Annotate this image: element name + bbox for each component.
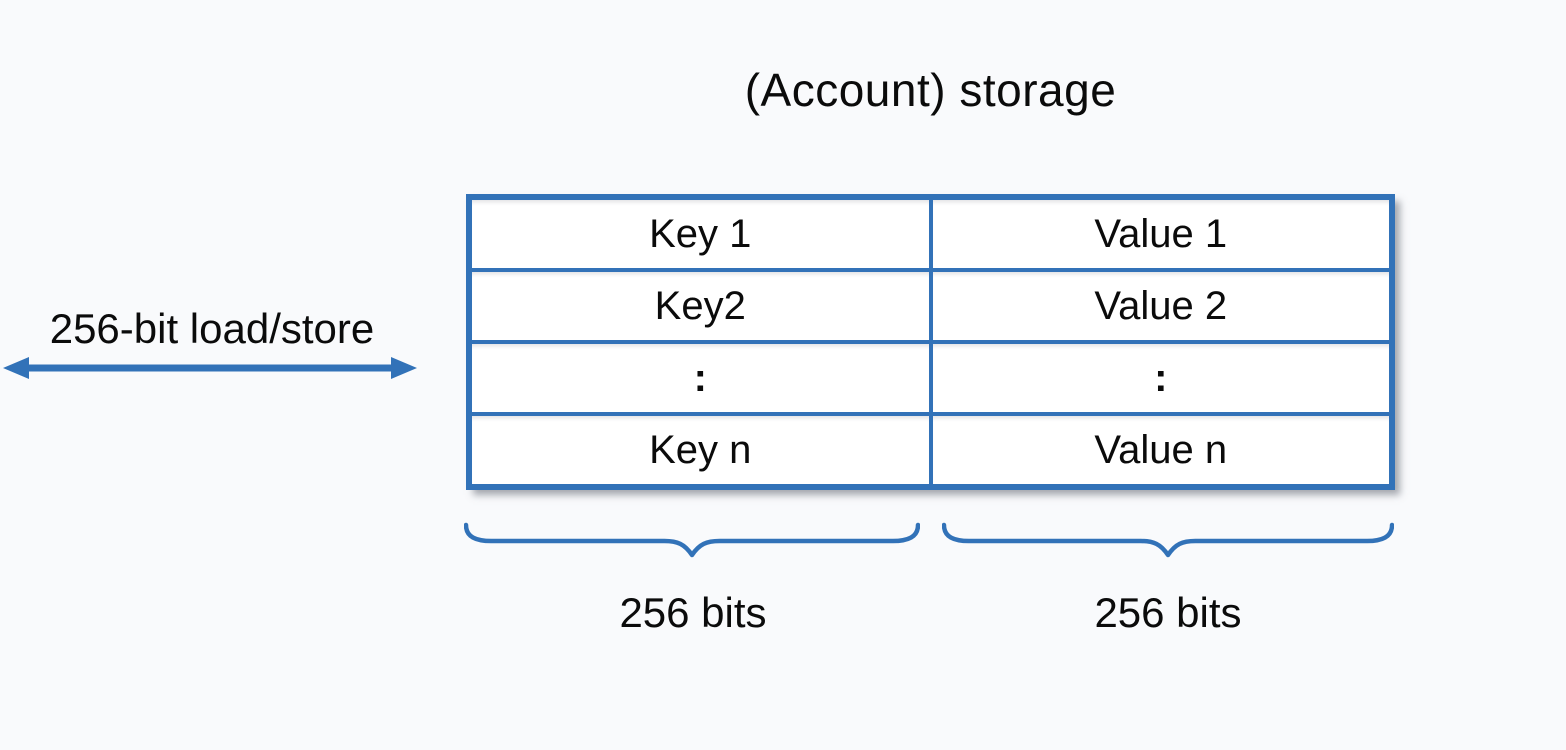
bits-label-values: 256 bits bbox=[1094, 589, 1242, 636]
bits-label-keys: 256 bits bbox=[619, 589, 767, 636]
cell-value-ellipsis: : bbox=[930, 342, 1391, 414]
arrow-label: 256-bit load/store bbox=[49, 305, 375, 352]
double-arrow-icon bbox=[3, 357, 417, 379]
storage-table: Key 1 Value 1 Key2 Value 2 : : Key n Val… bbox=[466, 194, 1395, 490]
cell-key-n: Key n bbox=[470, 414, 931, 486]
cell-key-1: Key 1 bbox=[470, 198, 931, 270]
left-underbrace-icon bbox=[464, 522, 920, 558]
cell-value-1: Value 1 bbox=[930, 198, 1391, 270]
cell-key-ellipsis: : bbox=[470, 342, 931, 414]
cell-key-2: Key2 bbox=[470, 270, 931, 342]
cell-value-n: Value n bbox=[930, 414, 1391, 486]
cell-value-2: Value 2 bbox=[930, 270, 1391, 342]
diagram-title: (Account) storage bbox=[744, 64, 1117, 116]
right-underbrace-icon bbox=[942, 522, 1394, 558]
